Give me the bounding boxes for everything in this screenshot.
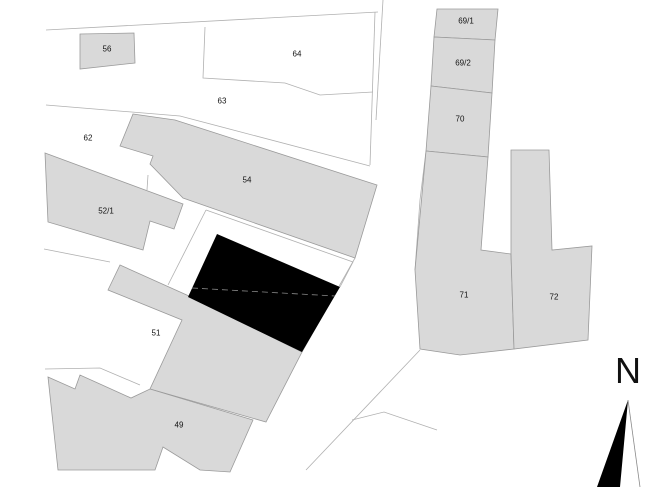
north-arrow-icon — [597, 399, 641, 487]
parcel-49[interactable] — [47, 374, 254, 473]
parcels — [44, 8, 593, 473]
parcel-54[interactable] — [119, 113, 378, 259]
parcel-label: 69/1 — [458, 16, 474, 26]
parcel-71[interactable] — [414, 150, 515, 356]
parcel-label: 70 — [455, 114, 465, 124]
parcel-label: 72 — [549, 292, 559, 302]
dashed-line — [191, 287, 336, 297]
parcel-72[interactable] — [510, 149, 593, 350]
parcel-52-1[interactable] — [44, 152, 184, 251]
parcel-label: 52/1 — [98, 206, 114, 216]
parcel-label: 64 — [292, 49, 302, 59]
north-label: N — [615, 350, 641, 391]
parcel-label: 51 — [151, 328, 161, 338]
parcel-label: 54 — [242, 175, 252, 185]
parcel-label: 49 — [174, 420, 184, 430]
highlighted-parcel[interactable] — [188, 234, 340, 352]
parcel-56[interactable] — [79, 32, 136, 70]
parcel-label: 62 — [83, 133, 93, 143]
parcel-label: 63 — [217, 96, 227, 106]
parcel-label: 69/2 — [455, 58, 471, 68]
boundary-lines — [43, 0, 438, 471]
parcel-label: 71 — [459, 290, 469, 300]
parcel-label: 56 — [102, 44, 112, 54]
